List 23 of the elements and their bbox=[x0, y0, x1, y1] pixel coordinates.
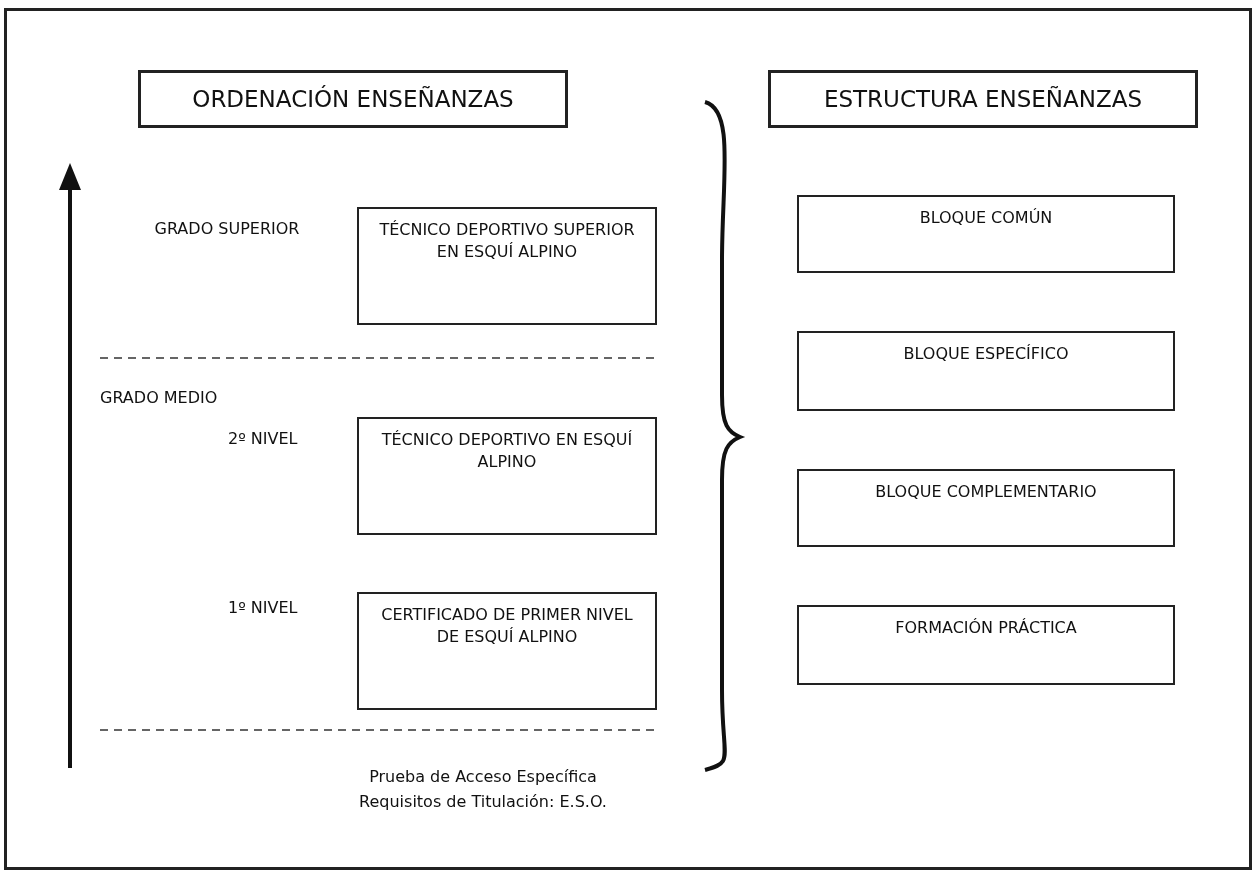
box-text: BLOQUE ESPECÍFICO bbox=[902, 343, 1070, 365]
level-label: GRADO MEDIO bbox=[100, 387, 218, 409]
level-box bbox=[797, 195, 1175, 273]
level-box bbox=[797, 605, 1175, 685]
box-text: BLOQUE COMÚN bbox=[918, 207, 1054, 229]
heading-box bbox=[768, 70, 1198, 128]
heading-text: ESTRUCTURA ENSEÑANZAS bbox=[822, 88, 1144, 110]
box-text: TÉCNICO DEPORTIVO SUPERIOR EN ESQUÍ ALPINO bbox=[378, 219, 636, 263]
note-text: Requisitos de Titulación: E.S.O. bbox=[358, 791, 608, 813]
box-text: TÉCNICO DEPORTIVO EN ESQUÍ ALPINO bbox=[380, 429, 634, 473]
level-box bbox=[797, 469, 1175, 547]
heading-box bbox=[138, 70, 568, 128]
box-text: CERTIFICADO DE PRIMER NIVEL DE ESQUÍ ALPINO bbox=[380, 604, 634, 648]
note-text: Prueba de Acceso Específica bbox=[368, 766, 598, 788]
level-box bbox=[357, 592, 657, 710]
level-label: 2º NIVEL bbox=[228, 428, 298, 450]
level-label: 1º NIVEL bbox=[228, 597, 298, 619]
level-box bbox=[797, 331, 1175, 411]
level-box bbox=[357, 417, 657, 535]
level-box bbox=[357, 207, 657, 325]
box-text: BLOQUE COMPLEMENTARIO bbox=[874, 481, 1098, 503]
level-label: GRADO SUPERIOR bbox=[153, 218, 301, 240]
box-text: FORMACIÓN PRÁCTICA bbox=[894, 617, 1078, 639]
